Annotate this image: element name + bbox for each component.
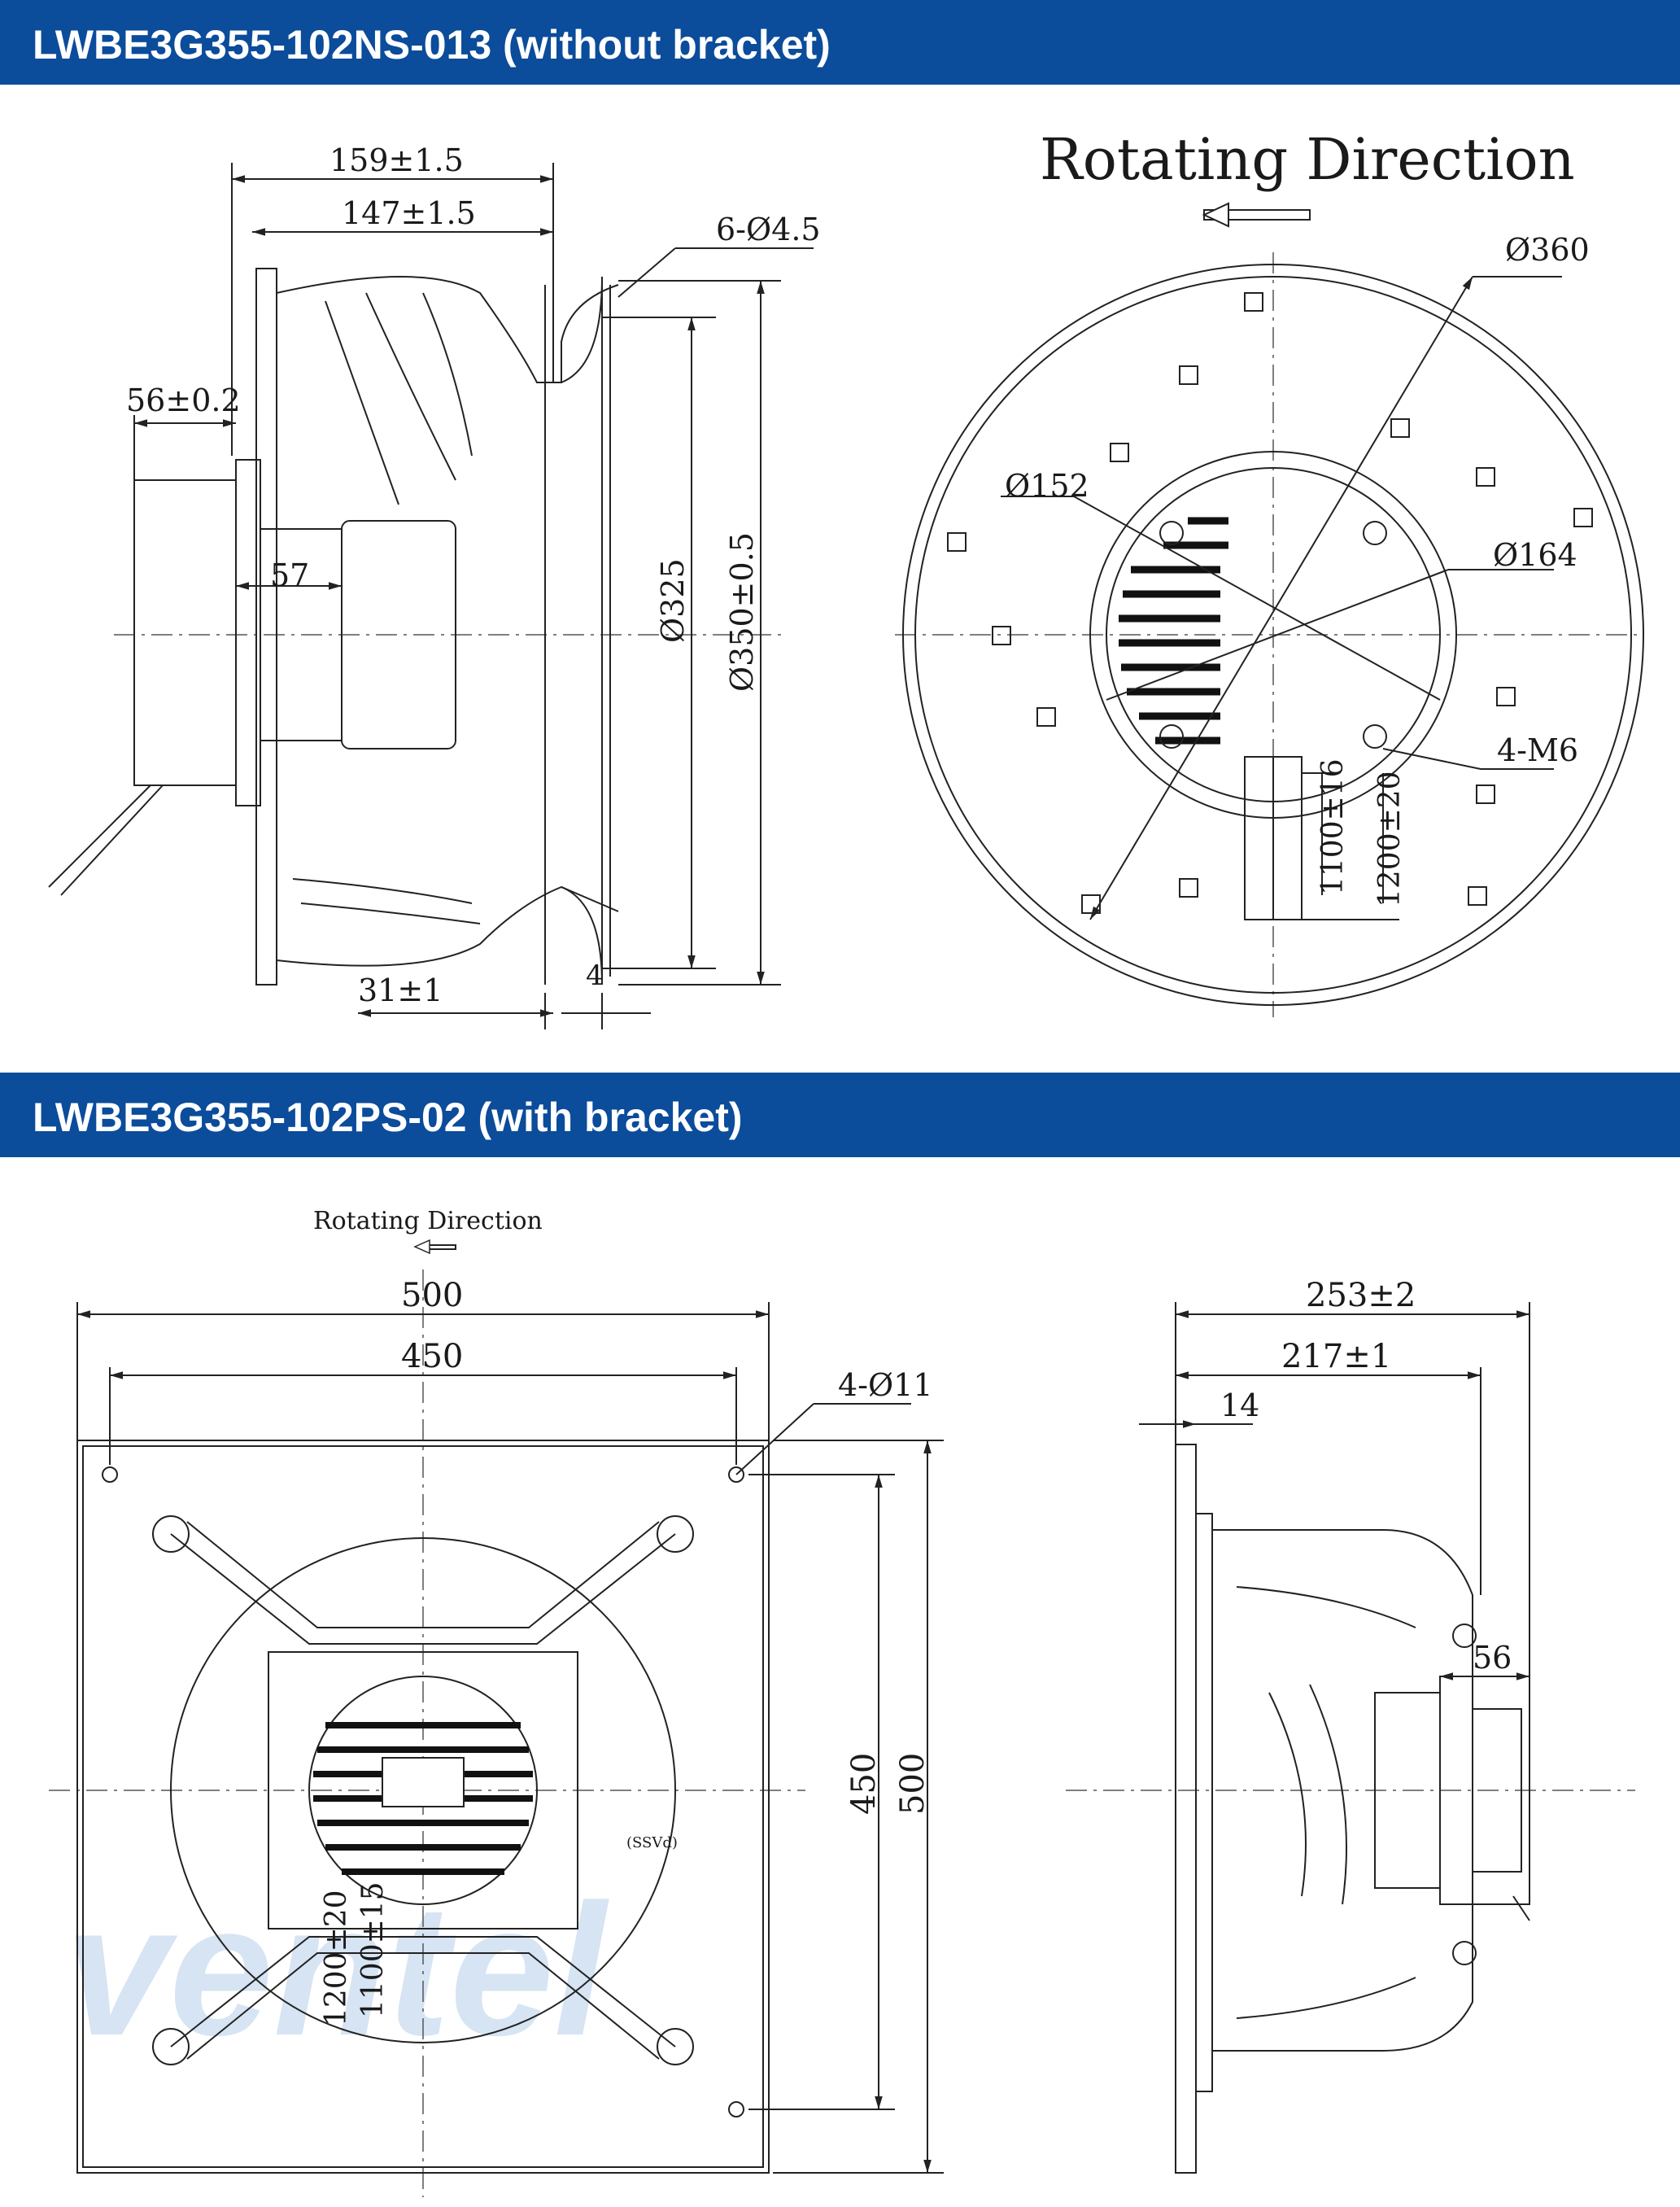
- dim-motor-depth: 56±0.2: [126, 382, 241, 418]
- dim-overall-depth: 159±1.5: [329, 142, 464, 178]
- bottom-side-view: [1066, 1302, 1635, 2174]
- dim-holes-4-11: 4-Ø11: [838, 1367, 933, 1403]
- section-header-without-bracket: LWBE3G355-102NS-013 (without bracket): [0, 0, 1680, 85]
- top-side-dim-labels: 159±1.5 147±1.5 56±0.2 57 Ø325 Ø350±0.5 …: [126, 142, 821, 1008]
- rotating-direction-label-small: Rotating Direction: [313, 1207, 543, 1235]
- section-title: LWBE3G355-102NS-013 (without bracket): [33, 22, 831, 68]
- bottom-side-labels: 253±2 217±1 14 56: [1220, 1277, 1512, 1676]
- motor-label: (SSVd): [626, 1834, 678, 1851]
- dim-cable-1200: 1200±20: [320, 1890, 353, 2026]
- top-front-view: [895, 202, 1644, 1017]
- dim-impeller-217: 217±1: [1281, 1338, 1391, 1375]
- section-title: LWBE3G355-102PS-02 (with bracket): [33, 1095, 743, 1140]
- dim-flange: 4: [586, 959, 604, 992]
- dim-152: Ø152: [1005, 468, 1089, 504]
- dim-motor-56: 56: [1473, 1640, 1512, 1676]
- dim-holes: 6-Ø4.5: [716, 212, 821, 247]
- dim-height-450: 450: [845, 1753, 883, 1815]
- rotating-direction-label: Rotating Direction: [1040, 126, 1575, 193]
- top-side-view: [48, 163, 814, 1029]
- top-front-labels: Rotating Direction Ø360 Ø152 Ø164 4-M6 1…: [1005, 126, 1590, 907]
- dim-164: Ø164: [1493, 537, 1577, 573]
- dim-impeller-depth: 147±1.5: [342, 195, 476, 231]
- dim-inlet-diameter: Ø325: [655, 558, 691, 643]
- dim-width-450: 450: [401, 1338, 463, 1375]
- dim-outer-diameter: Ø350±0.5: [724, 532, 760, 692]
- dim-cable-1100: 1100±15: [356, 1881, 390, 2018]
- bottom-front-view: ventel: [49, 1239, 944, 2197]
- dim-screws: 4-M6: [1497, 732, 1578, 768]
- bottom-front-labels: Rotating Direction 500 450 4-Ø11 450 500…: [313, 1207, 933, 2026]
- dim-360: Ø360: [1505, 232, 1590, 268]
- dim-inlet-ring: 31±1: [358, 972, 443, 1008]
- dim-overall-253: 253±2: [1306, 1277, 1416, 1314]
- dim-height-500: 500: [894, 1753, 932, 1815]
- dim-cable-1100: 1100±16: [1316, 758, 1350, 895]
- watermark: ventel: [65, 1865, 609, 2074]
- dim-hub: 57: [270, 557, 309, 593]
- dim-plate-14: 14: [1220, 1388, 1259, 1423]
- dim-width-500: 500: [401, 1277, 463, 1314]
- dim-cable-1200: 1200±20: [1373, 771, 1407, 907]
- section-header-with-bracket: LWBE3G355-102PS-02 (with bracket): [0, 1073, 1680, 1157]
